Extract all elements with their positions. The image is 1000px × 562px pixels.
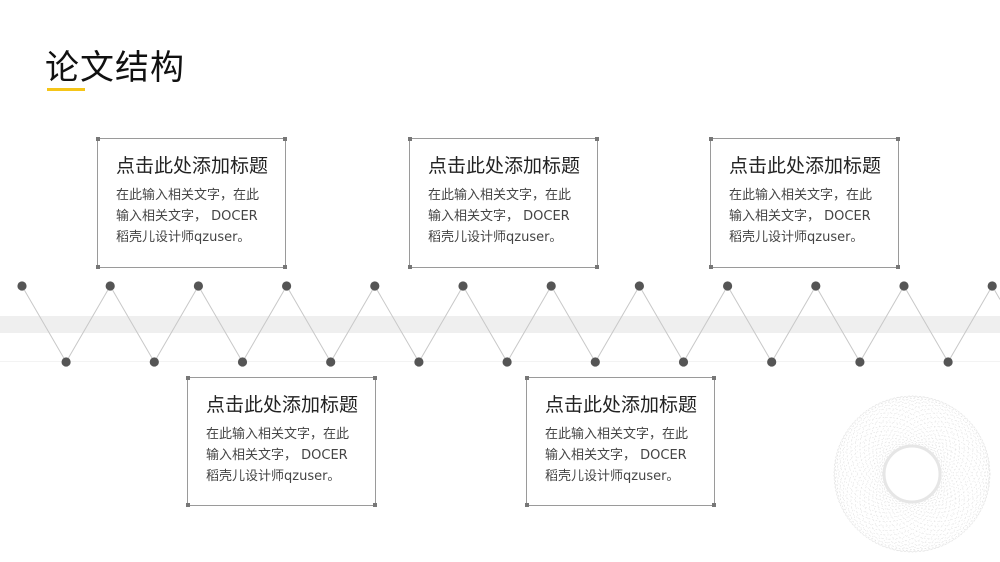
timeline-dot — [149, 357, 159, 367]
timeline-dot — [590, 357, 600, 367]
page-title: 论文结构 — [45, 48, 185, 88]
text-card-3[interactable]: 点击此处添加标题 在此输入相关文字，在此输入相关文字， DOCER稻壳儿设计师q… — [709, 137, 900, 269]
timeline-dot — [17, 281, 27, 291]
text-card-1[interactable]: 点击此处添加标题 在此输入相关文字，在此输入相关文字， DOCER稻壳儿设计师q… — [96, 137, 287, 269]
card-title[interactable]: 点击此处添加标题 — [545, 394, 698, 416]
timeline-dot — [678, 357, 689, 367]
timeline-dot — [767, 357, 777, 367]
timeline-dot — [282, 281, 292, 291]
timeline-dot — [943, 357, 953, 367]
timeline-dot — [370, 281, 380, 291]
text-card-4[interactable]: 点击此处添加标题 在此输入相关文字，在此输入相关文字， DOCER稻壳儿设计师q… — [186, 376, 377, 507]
timeline-dot — [193, 281, 203, 291]
timeline-dot — [61, 357, 71, 367]
card-title[interactable]: 点击此处添加标题 — [428, 155, 581, 177]
zigzag-line — [21, 285, 1000, 363]
card-title[interactable]: 点击此处添加标题 — [206, 394, 359, 416]
text-card-2[interactable]: 点击此处添加标题 在此输入相关文字，在此输入相关文字， DOCER稻壳儿设计师q… — [408, 137, 599, 269]
timeline-dot — [458, 281, 468, 291]
timeline-dot — [987, 281, 997, 291]
title-underline — [47, 88, 85, 91]
timeline-dot — [237, 357, 248, 367]
timeline-band — [0, 316, 1000, 333]
card-body[interactable]: 在此输入相关文字，在此输入相关文字， DOCER稻壳儿设计师qzuser。 — [116, 188, 260, 245]
timeline-dot — [546, 281, 556, 291]
timeline-dot — [326, 357, 336, 367]
card-body[interactable]: 在此输入相关文字，在此输入相关文字， DOCER稻壳儿设计师qzuser。 — [545, 427, 689, 484]
card-body[interactable]: 在此输入相关文字，在此输入相关文字， DOCER稻壳儿设计师qzuser。 — [206, 427, 350, 484]
card-title[interactable]: 点击此处添加标题 — [116, 155, 269, 177]
timeline-dot — [811, 281, 821, 291]
timeline-dot — [414, 357, 424, 367]
card-body[interactable]: 在此输入相关文字，在此输入相关文字， DOCER稻壳儿设计师qzuser。 — [729, 188, 873, 245]
timeline-dot — [502, 357, 512, 367]
timeline-dot — [855, 357, 865, 367]
timeline-dot — [899, 281, 909, 291]
timeline-dot — [105, 281, 115, 291]
timeline-dot — [723, 281, 733, 291]
card-title[interactable]: 点击此处添加标题 — [729, 155, 882, 177]
text-card-5[interactable]: 点击此处添加标题 在此输入相关文字，在此输入相关文字， DOCER稻壳儿设计师q… — [525, 376, 716, 507]
timeline-dot — [634, 281, 645, 291]
timeline-baseline — [0, 361, 1000, 362]
card-body[interactable]: 在此输入相关文字，在此输入相关文字， DOCER稻壳儿设计师qzuser。 — [428, 188, 572, 245]
